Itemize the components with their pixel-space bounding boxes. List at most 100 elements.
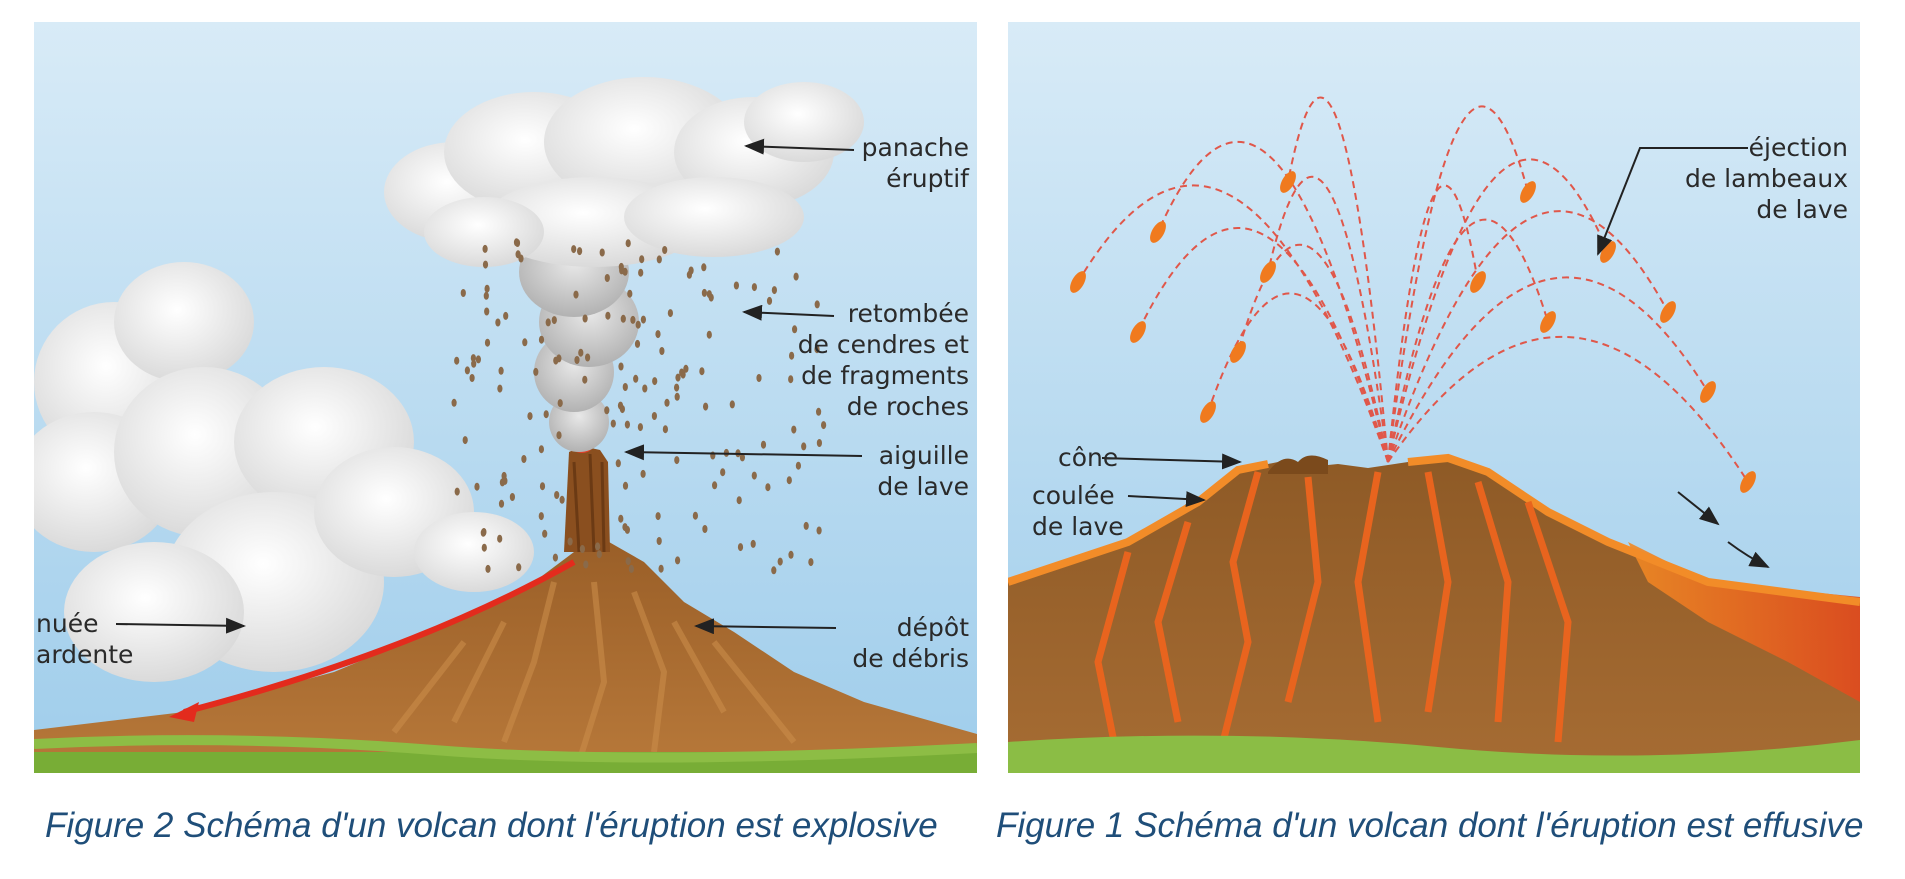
debris-fragment [814,300,820,309]
debris-fragment [788,550,794,559]
debris-fragment [638,268,644,277]
debris-fragment [627,289,633,298]
debris-fragment [521,455,527,463]
effusive-eruption-diagram: éjection de lambeaux de lave cône coulée… [1008,22,1860,773]
debris-fragment [674,392,680,401]
debris-fragment [620,314,626,323]
lava-blob [1660,301,1676,323]
lava-blob [1260,261,1276,283]
debris-fragment [699,367,705,376]
debris-fragment [583,560,589,569]
leader-lines [115,138,863,635]
debris-fragment [469,374,475,382]
debris-fragment [595,542,601,551]
caption-explosive: Figure 2 Schéma d'un volcan dont l'érupt… [45,806,938,845]
debris-fragment [554,491,560,499]
pyroclastic-flow-arrow [183,559,576,715]
debris-fragment [814,345,820,354]
trajectory-arc [1387,336,1749,483]
debris-fragment [556,431,562,440]
debris-fragment [522,338,528,347]
debris-fragment [542,529,548,538]
debris-fragment [605,311,611,320]
debris-fragment [733,281,740,290]
debris-fragment [622,523,628,532]
label-ejection-line2: de lambeaux [1684,164,1848,193]
lava-blob [1070,271,1086,293]
debris-fragment [545,318,551,327]
debris-fragment [640,469,646,478]
debris-fragment [618,362,624,371]
debris-fragment [701,288,708,297]
debris-fragment [816,439,823,447]
label-panache-line2: éruptif [886,164,969,193]
debris-fragment [578,348,584,357]
debris-fragment [659,347,665,355]
debris-fragment [792,325,798,334]
lava-blob [1280,171,1296,193]
debris-fragment [538,445,544,454]
lava-blob [1200,401,1216,423]
debris-fragment [579,545,586,553]
volcano-cone [34,542,977,773]
label-depot-line1: dépôt [896,613,969,642]
debris-fragment [475,355,481,364]
debris-fragment [652,377,658,386]
debris-fragment [596,550,602,559]
lava-blob [1540,311,1556,333]
debris-fragment [642,384,648,393]
debris-fragment [582,375,588,384]
debris-fragment [816,526,822,535]
debris-fragment [630,315,636,324]
debris-fragment [633,374,639,383]
lava-flow-right [1628,542,1860,702]
label-nuee-line2: ardente [36,640,134,669]
debris-fragment [482,260,489,269]
label-ejection-line1: éjection [1748,133,1848,162]
debris-fragment [464,366,470,375]
debris-fragment [516,563,522,572]
debris-fragment [760,440,767,449]
debris-fragment [552,553,559,562]
arrow-panache [744,138,855,155]
debris-fragment [795,461,802,470]
debris-fragment [567,537,573,546]
falling-debris [451,238,827,575]
debris-fragment [482,244,488,253]
label-retombee-line1: retombée [847,299,969,328]
trajectory-arc [1157,140,1389,463]
debris-fragment [658,564,664,573]
label-ejection: éjection de lambeaux de lave [1685,132,1848,225]
debris-fragment [480,528,486,537]
debris-fragment [451,398,457,407]
debris-fragment [485,564,491,573]
label-coulee: coulée de lave [1032,480,1124,542]
debris-fragment [737,543,744,552]
debris-fragment [821,421,827,430]
debris-fragment [619,266,625,275]
debris-fragment [484,284,490,293]
lava-blob [1740,471,1756,493]
trajectory-arc [1387,158,1609,463]
debris-fragment [571,245,577,254]
trajectory-arc [1387,105,1529,463]
debris-fragment [509,493,515,501]
debris-fragment [765,483,771,492]
debris-fragment [651,412,658,420]
debris-fragment [739,453,746,462]
cone-summit [1268,455,1328,474]
grass [1008,735,1860,773]
debris-fragment [771,566,777,575]
debris-fragment [503,311,509,320]
label-retombee-line2: de cendres et [797,330,969,359]
debris-fragment [692,511,699,520]
debris-fragment [675,556,681,565]
debris-fragment [655,512,661,521]
debris-fragment [662,246,668,254]
debris-fragment [656,255,662,264]
arrow-bomb-2 [1727,541,1770,568]
debris-fragment [808,558,814,567]
debris-fragment [497,534,503,543]
label-nuee: nuée ardente [36,608,133,670]
debris-fragment [615,459,621,468]
